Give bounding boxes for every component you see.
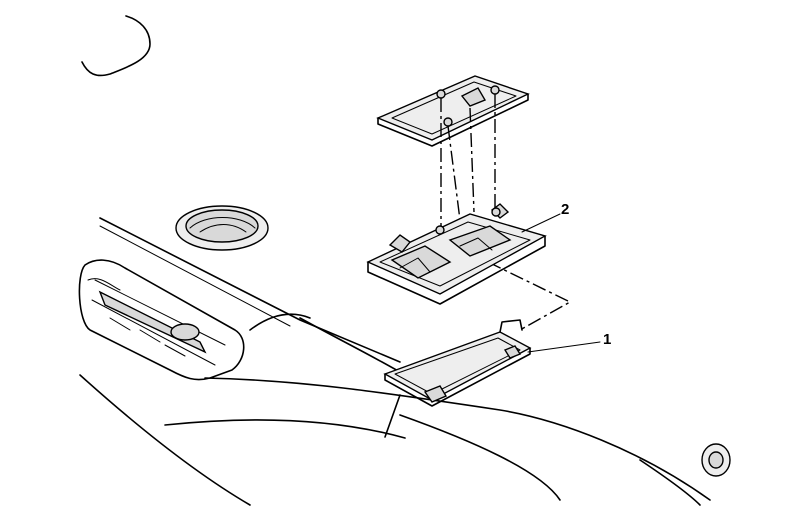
lamp-bracket <box>376 75 530 147</box>
sunroof-switch <box>701 443 731 477</box>
alignment-lines <box>440 94 572 331</box>
leader-line-1 <box>527 341 601 353</box>
headliner-outline <box>79 217 711 506</box>
lamp-lens <box>383 319 532 407</box>
leader-line-2 <box>521 213 561 233</box>
trim-panel-edge <box>81 15 151 77</box>
callout-1: 1 <box>603 331 611 348</box>
overhead-console <box>78 259 245 381</box>
lamp-housing <box>366 203 547 305</box>
callout-2: 2 <box>561 201 569 218</box>
roof-vent <box>175 205 269 251</box>
